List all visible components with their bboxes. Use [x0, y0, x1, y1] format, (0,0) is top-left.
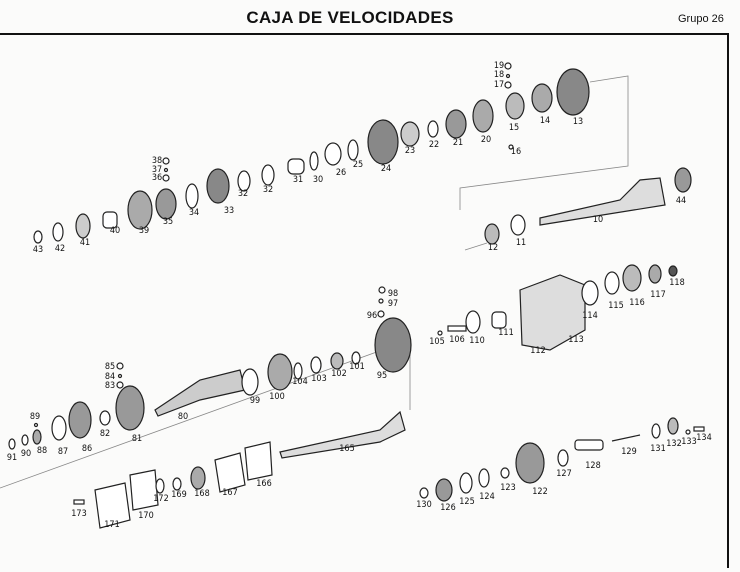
part-label: 40 — [109, 226, 121, 236]
part-label: 22 — [428, 140, 440, 150]
leader-line-short — [464, 242, 488, 251]
part-label: 170 — [138, 511, 154, 521]
part-label: 81 — [131, 434, 143, 444]
part-label: 85 — [104, 362, 116, 372]
part-label: 111 — [498, 328, 514, 338]
part-label: 80 — [177, 412, 189, 422]
frame-top-rule — [0, 33, 729, 35]
part-label: 96 — [366, 311, 378, 321]
part-label: 118 — [669, 278, 685, 288]
part-label: 166 — [256, 479, 272, 489]
part-label: 114 — [582, 311, 598, 321]
frame-right-rule — [727, 33, 729, 568]
part-label: 132 — [666, 439, 682, 449]
part-label: 97 — [387, 299, 399, 309]
part-label: 32 — [262, 185, 274, 195]
part-label: 100 — [269, 392, 285, 402]
part-label: 101 — [349, 362, 365, 372]
part-label: 112 — [530, 346, 546, 356]
part-label: 173 — [71, 509, 87, 519]
part-label: 88 — [36, 446, 48, 456]
part-label: 133 — [681, 437, 697, 447]
part-label: 127 — [556, 469, 572, 479]
part-label: 30 — [312, 175, 324, 185]
part-label: 116 — [629, 298, 645, 308]
part-label: 124 — [479, 492, 495, 502]
part-label: 99 — [249, 396, 261, 406]
part-label: 123 — [500, 483, 516, 493]
part-label: 25 — [352, 160, 364, 170]
part-label: 106 — [449, 335, 465, 345]
part-label: 17 — [493, 80, 505, 90]
part-label: 35 — [162, 217, 174, 227]
part-label: 87 — [57, 447, 69, 457]
part-label: 37 — [151, 165, 163, 175]
part-label: 38 — [151, 156, 163, 166]
part-label: 165 — [339, 444, 355, 454]
part-label: 105 — [429, 337, 445, 347]
part-label: 168 — [194, 489, 210, 499]
part-label: 82 — [99, 429, 111, 439]
part-label: 31 — [292, 175, 304, 185]
part-label: 98 — [387, 289, 399, 299]
part-label: 122 — [532, 487, 548, 497]
part-label: 13 — [572, 117, 584, 127]
part-label: 36 — [151, 173, 163, 183]
part-label: 167 — [222, 488, 238, 498]
part-label: 129 — [621, 447, 637, 457]
part-label: 89 — [29, 412, 41, 422]
part-label: 23 — [404, 146, 416, 156]
part-label: 20 — [480, 135, 492, 145]
part-label: 103 — [311, 374, 327, 384]
part-label: 84 — [104, 372, 116, 382]
part-label: 110 — [469, 336, 485, 346]
part-label: 42 — [54, 244, 66, 254]
part-label: 104 — [292, 377, 308, 387]
part-label: 130 — [416, 500, 432, 510]
part-label: 34 — [188, 208, 200, 218]
part-label: 41 — [79, 238, 91, 248]
part-label: 86 — [81, 444, 93, 454]
part-label: 90 — [20, 449, 32, 459]
part-label: 83 — [104, 381, 116, 391]
part-label: 113 — [568, 335, 584, 345]
lower-shaft-parts — [8, 264, 705, 529]
part-label: 24 — [380, 164, 392, 174]
part-label: 12 — [487, 243, 499, 253]
part-label: 43 — [32, 245, 44, 255]
part-label: 172 — [153, 494, 169, 504]
part-label: 128 — [585, 461, 601, 471]
part-label: 32 — [237, 189, 249, 199]
part-label: 10 — [592, 215, 604, 225]
part-label: 14 — [539, 116, 551, 126]
part-label: 21 — [452, 138, 464, 148]
part-label: 125 — [459, 497, 475, 507]
part-label: 126 — [440, 503, 456, 513]
part-label: 171 — [104, 520, 120, 530]
part-label: 19 — [493, 61, 505, 71]
upper-shaft-parts — [33, 62, 590, 244]
part-label: 11 — [515, 238, 527, 248]
part-label: 18 — [493, 70, 505, 80]
part-label: 134 — [696, 433, 712, 443]
leader-line-upper — [459, 75, 629, 210]
part-label: 117 — [650, 290, 666, 300]
part-label: 91 — [6, 453, 18, 463]
part-label: 16 — [510, 147, 522, 157]
part-label: 169 — [171, 490, 187, 500]
part-label: 44 — [675, 196, 687, 206]
part-label: 15 — [508, 123, 520, 133]
part-label: 131 — [650, 444, 666, 454]
group-number: Grupo 26 — [678, 13, 724, 25]
part-label: 95 — [376, 371, 388, 381]
part-label: 115 — [608, 301, 624, 311]
part-label: 102 — [331, 369, 347, 379]
part-label: 33 — [223, 206, 235, 216]
part-label: 39 — [138, 226, 150, 236]
part-label: 26 — [335, 168, 347, 178]
main-shaft-parts — [484, 167, 692, 245]
page-title: CAJA DE VELOCIDADES — [246, 8, 454, 27]
